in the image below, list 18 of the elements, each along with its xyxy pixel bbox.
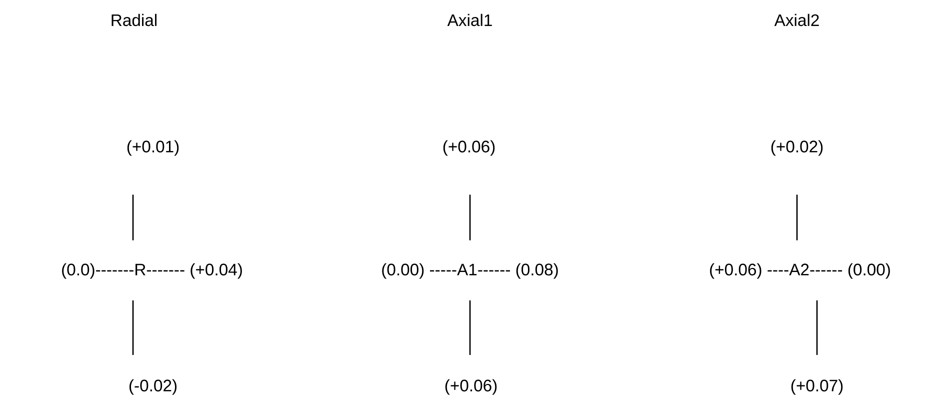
value-text: (+0.07) bbox=[791, 379, 843, 395]
value-text: (+0.01) bbox=[127, 140, 179, 156]
connector-line bbox=[469, 300, 471, 355]
connector-line bbox=[132, 194, 134, 240]
value-text: (+0.06) bbox=[443, 140, 495, 156]
connector-line bbox=[796, 194, 798, 240]
heading: Axial2 bbox=[774, 14, 819, 26]
heading: Axial1 bbox=[447, 14, 492, 26]
connector-line bbox=[469, 194, 471, 240]
value-text: (+0.02) bbox=[771, 140, 823, 156]
connector-line bbox=[816, 300, 818, 355]
value-text: (0.00) -----A1------ (0.08) bbox=[382, 263, 558, 279]
value-text: (+0.06) bbox=[445, 379, 497, 395]
heading: Radial bbox=[112, 14, 156, 26]
connector-line bbox=[132, 300, 134, 355]
value-text: (+0.06) ----A2------ (0.00) bbox=[710, 263, 890, 279]
value-text: (0.0)-------R------- (+0.04) bbox=[62, 263, 242, 279]
value-text: (-0.02) bbox=[130, 379, 177, 395]
